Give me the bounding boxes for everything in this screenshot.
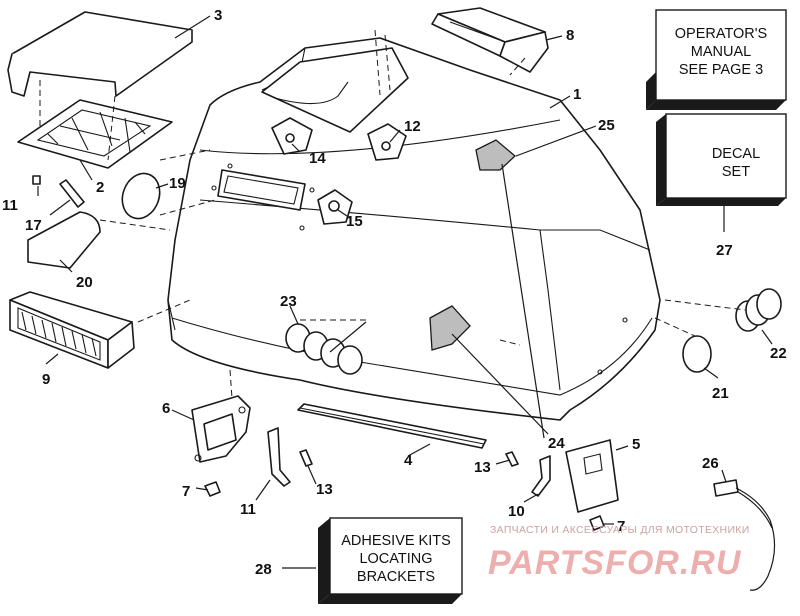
callout-9: 9 (42, 371, 50, 388)
bracket-part-6 (191, 395, 251, 463)
clip-part-12 (367, 123, 407, 161)
callout-11-right: 10 (508, 503, 525, 520)
callout-3: 3 (214, 7, 222, 24)
callout-27: 27 (716, 242, 733, 259)
operators-manual-line-2: MANUAL (691, 44, 751, 60)
clip-part-14 (271, 117, 313, 155)
callout-5: 5 (632, 436, 640, 453)
callout-15: 15 (346, 213, 363, 230)
adhesive-kits-box: ADHESIVE KITS LOCATING BRACKETS (318, 517, 463, 604)
callout-17: 17 (25, 217, 42, 234)
callout-13-left: 13 (316, 481, 333, 498)
callout-7-right: 7 (617, 518, 625, 535)
callout-11-left: 11 (240, 501, 256, 518)
callout-14: 14 (309, 150, 326, 167)
assembly-lines (39, 29, 746, 399)
plugs-part-22 (735, 288, 782, 332)
callout-2: 2 (96, 179, 104, 196)
callout-21: 21 (712, 385, 729, 402)
adhesive-kits-line-2: LOCATING (359, 551, 432, 567)
callout-24: 24 (548, 435, 565, 452)
callout-6: 6 (162, 400, 170, 417)
leader-lines (37, 15, 773, 569)
hood-part-3 (7, 11, 193, 97)
callout-8: 8 (566, 27, 574, 44)
clip-part-15 (317, 189, 353, 225)
vent-part-9 (9, 291, 135, 369)
decal-set-line-1: DECAL (712, 146, 760, 162)
callout-labels: 3 1 8 25 2 11 17 19 20 9 14 12 15 23 24 … (2, 7, 787, 578)
callout-12: 12 (404, 118, 421, 135)
callout-13-right: 13 (474, 459, 491, 476)
adhesive-kits-line-1: ADHESIVE KITS (341, 533, 451, 549)
plate-part-5 (565, 439, 619, 513)
decal-set-line-2: SET (722, 164, 750, 180)
screw-part-13-right (505, 451, 519, 467)
watermark-logo: PARTSFOR.RU (488, 544, 742, 582)
operators-manual-box: OPERATOR'S MANUAL SEE PAGE 3 (646, 9, 787, 110)
cable-part-26 (713, 479, 776, 591)
screw-part-7-right (589, 515, 605, 531)
callout-20: 20 (76, 274, 93, 291)
callout-19: 19 (169, 175, 186, 192)
pad-part-25 (475, 139, 516, 171)
adhesive-kits-line-3: BRACKETS (357, 569, 435, 585)
callout-22: 22 (770, 345, 787, 362)
callout-4: 4 (404, 452, 413, 469)
frame-part-2 (17, 99, 173, 169)
callout-23: 23 (280, 293, 297, 310)
callout-7-left: 7 (182, 483, 190, 500)
screw-part-13-left (299, 449, 313, 467)
operators-manual-line-3: SEE PAGE 3 (679, 62, 763, 78)
operators-manual-line-1: OPERATOR'S (675, 26, 767, 42)
decal-set-box: DECAL SET (656, 113, 787, 206)
screw-part-10 (32, 175, 41, 185)
callout-26: 26 (702, 455, 719, 472)
bracket-part-11-right (531, 455, 551, 497)
strip-part-4 (297, 403, 487, 449)
pin-part-17 (59, 179, 85, 208)
panel-part-20 (27, 211, 101, 269)
watermark: ЗАПЧАСТИ И АКСЕССУАРЫ ДЛЯ МОТОТЕХНИКИ PA… (488, 524, 750, 582)
watermark-caption: ЗАПЧАСТИ И АКСЕССУАРЫ ДЛЯ МОТОТЕХНИКИ (490, 524, 750, 536)
callout-28: 28 (255, 561, 272, 578)
bracket-part-11-left (267, 427, 291, 487)
pad-part-24 (429, 305, 471, 351)
engine-cover-part-1 (167, 37, 661, 421)
plug-part-19 (121, 172, 161, 220)
plug-part-21 (682, 335, 712, 373)
screw-part-7-left (204, 481, 221, 497)
callout-1: 1 (573, 86, 581, 103)
callout-10: 11 (2, 197, 18, 214)
plugs-part-23 (285, 323, 363, 375)
intake-part-8 (431, 7, 549, 73)
callout-25: 25 (598, 117, 615, 134)
